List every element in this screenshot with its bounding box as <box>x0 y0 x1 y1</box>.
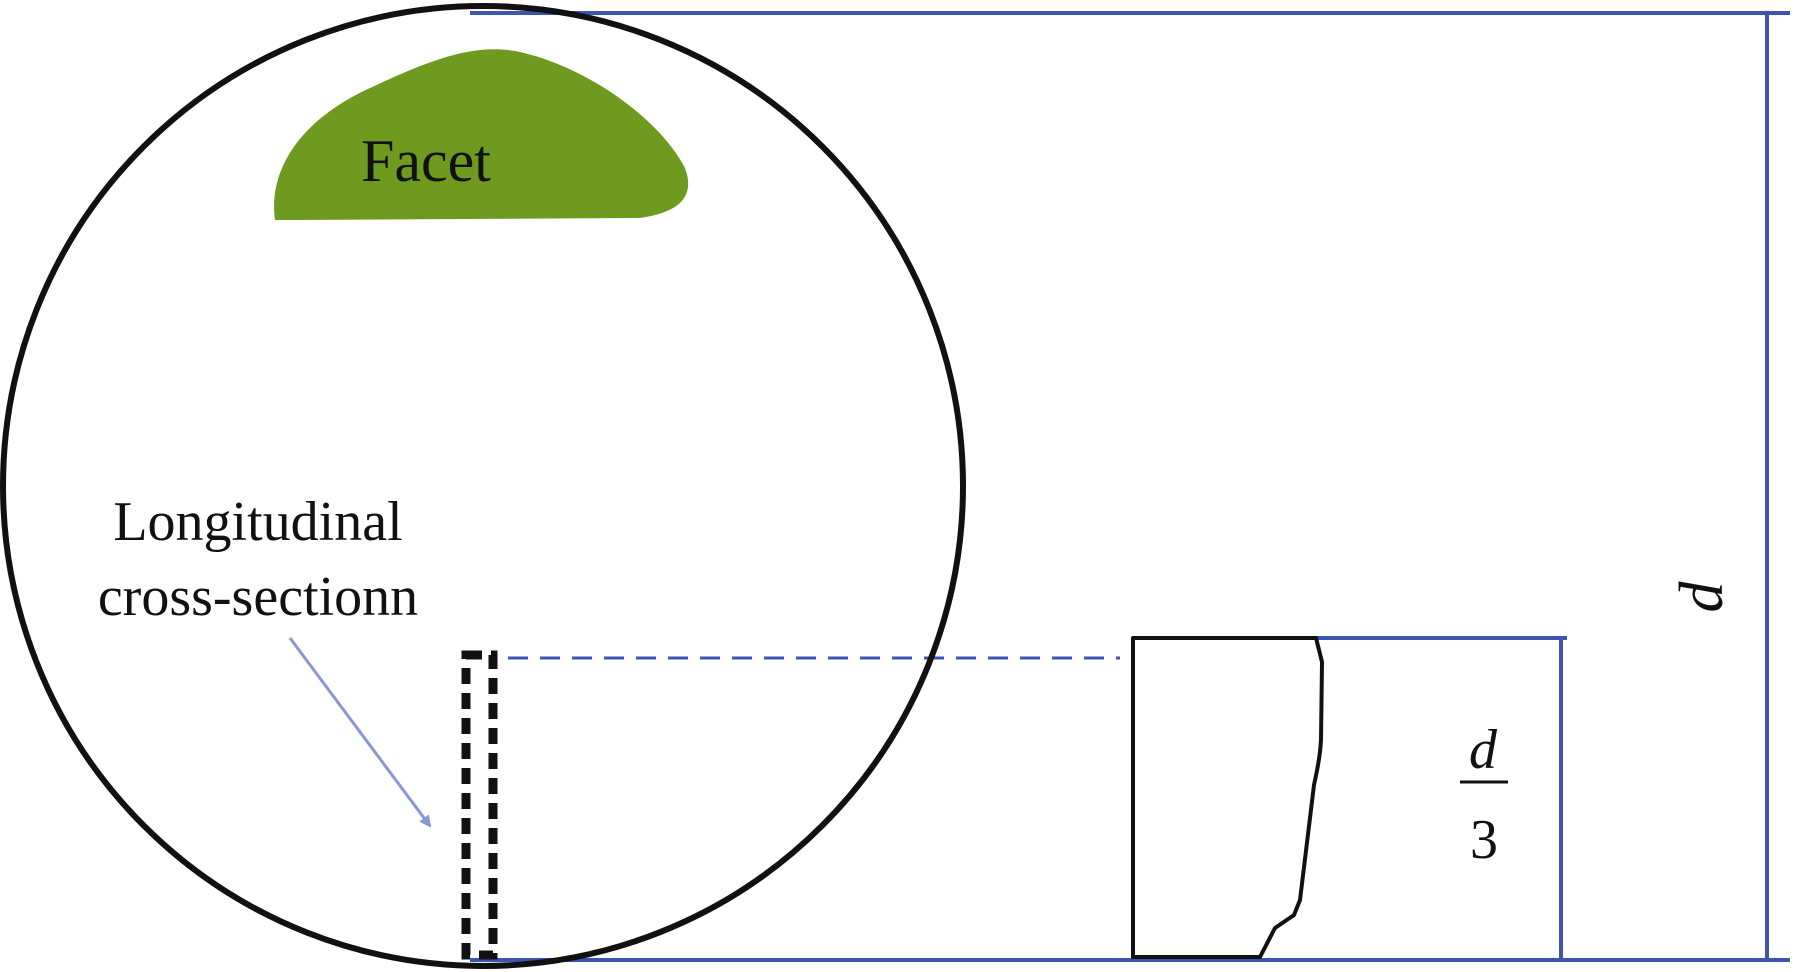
cross-section-label-line1: Longitudinal <box>113 491 402 553</box>
facet-region <box>274 49 689 220</box>
total-dimension-label: d <box>1668 581 1736 613</box>
facet-label: Facet <box>361 128 491 194</box>
longitudinal-section-profile <box>1131 636 1324 959</box>
fraction-denominator: 3 <box>1470 809 1498 871</box>
cross-section-label-line2: cross-sectionn <box>98 566 418 628</box>
cross-section-pointer-arrow <box>288 637 432 828</box>
specimen-circle <box>0 3 966 969</box>
fraction-numerator: d <box>1469 719 1498 781</box>
longitudinal-cross-section-marker <box>461 650 498 960</box>
